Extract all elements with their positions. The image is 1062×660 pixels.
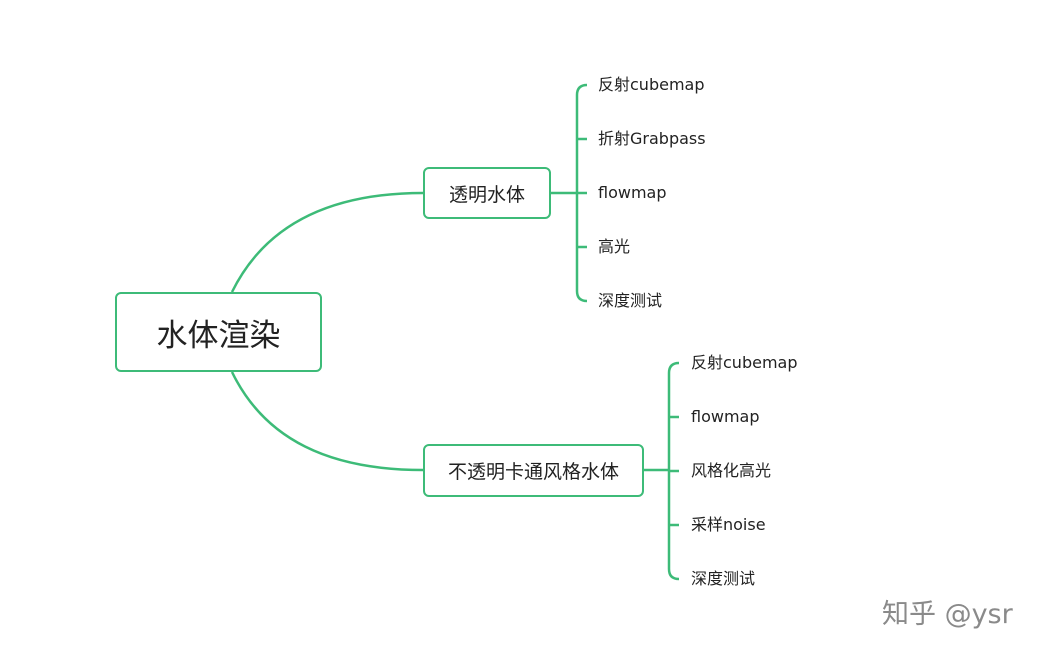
leaf-node-depth-test[interactable]: 深度测试	[691, 569, 756, 588]
connector-root-to-branch-transparent	[230, 191, 424, 293]
leaf-node-refraction-grabpass[interactable]: 折射Grabpass	[598, 129, 706, 148]
branch-node-label: 透明水体	[448, 183, 525, 206]
connector-root-to-branch-opaque	[230, 371, 424, 472]
leaf-node-stylized-specular[interactable]: 风格化高光	[691, 461, 772, 480]
leaf-node-flowmap[interactable]: flowmap	[598, 183, 667, 202]
leaf-node-sample-noise[interactable]: 采样noise	[691, 515, 766, 534]
leaf-node-specular[interactable]: 高光	[598, 237, 631, 256]
branch-node-label: 不透明卡通风格水体	[447, 461, 619, 483]
branch-node-transparent-water[interactable]: 透明水体	[423, 167, 551, 219]
root-node-label: 水体渲染	[156, 317, 281, 354]
root-node[interactable]: 水体渲染	[115, 292, 322, 372]
branch-node-opaque-toon-water[interactable]: 不透明卡通风格水体	[423, 444, 644, 497]
leaf-node-reflection-cubemap[interactable]: 反射cubemap	[598, 75, 705, 94]
leaf-node-depth-test[interactable]: 深度测试	[598, 291, 663, 310]
leaf-node-flowmap[interactable]: flowmap	[691, 407, 760, 426]
watermark-text: 知乎 @ysr	[882, 599, 1013, 630]
leaf-node-reflection-cubemap[interactable]: 反射cubemap	[691, 353, 798, 372]
